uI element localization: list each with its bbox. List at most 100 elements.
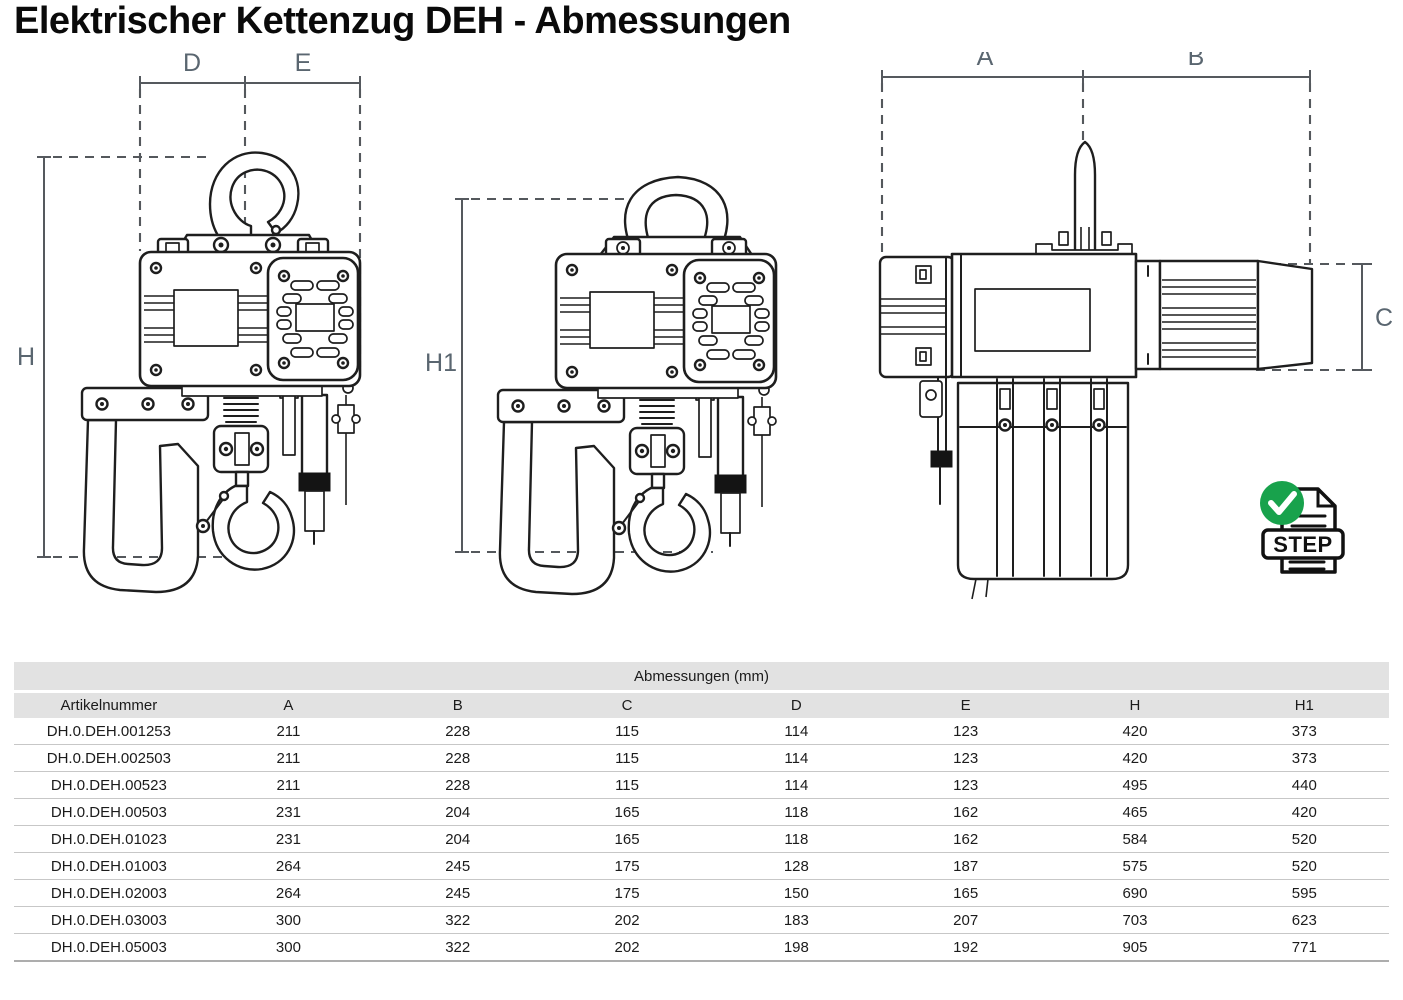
table-cell: 165 [542, 826, 712, 853]
table-cell: 123 [881, 718, 1051, 745]
table-cell: 211 [203, 718, 374, 745]
table-cell: DH.0.DEH.01023 [14, 826, 204, 853]
table-cell: 115 [542, 745, 712, 772]
table-cell: 373 [1219, 718, 1389, 745]
table-cell: 905 [1050, 934, 1220, 962]
table-cell: 771 [1219, 934, 1389, 962]
table-cell: 520 [1219, 853, 1389, 880]
front-view-eye [496, 175, 778, 596]
table-cell: 420 [1219, 799, 1389, 826]
table-cell: DH.0.DEH.002503 [14, 745, 204, 772]
table-cell: 623 [1219, 907, 1389, 934]
table-cell: 183 [711, 907, 881, 934]
table-cell: 118 [711, 826, 881, 853]
table-cell: DH.0.DEH.00523 [14, 772, 204, 799]
table-cell: 192 [881, 934, 1051, 962]
table-cell: 202 [542, 934, 712, 962]
dim-H: H [17, 156, 51, 558]
table-cell: 123 [881, 772, 1051, 799]
table-cell: 465 [1050, 799, 1220, 826]
chain-container [956, 378, 1130, 600]
table-cell: 584 [1050, 826, 1220, 853]
table-cell: 440 [1219, 772, 1389, 799]
abmessungen-table: Abmessungen (mm) Artikelnummer A B C D E… [14, 662, 1389, 962]
table-cell: DH.0.DEH.03003 [14, 907, 204, 934]
table-cell: 228 [373, 772, 543, 799]
table-cell: 114 [711, 772, 881, 799]
table-cell: 495 [1050, 772, 1220, 799]
step-file-icon[interactable]: STEP [1260, 481, 1345, 574]
table-cell: DH.0.DEH.001253 [14, 718, 204, 745]
dim-label-D: D [183, 52, 201, 77]
table-cell: 211 [203, 772, 374, 799]
table-caption: Abmessungen (mm) [14, 662, 1389, 693]
motor [1134, 259, 1314, 371]
gear-housing [878, 255, 956, 379]
suspension-eye-icon [598, 175, 754, 259]
table-cell: 264 [203, 853, 374, 880]
table-cell: 300 [203, 907, 374, 934]
table-cell: 322 [373, 934, 543, 962]
side-view [878, 140, 1314, 600]
dim-H1: H1 [425, 198, 469, 553]
check-circle-icon [1260, 481, 1304, 525]
table-cell: 202 [542, 907, 712, 934]
col-header-artikelnummer: Artikelnummer [14, 693, 204, 718]
table-cell: 204 [373, 799, 543, 826]
dim-C: C [1355, 263, 1393, 371]
table-cell: DH.0.DEH.02003 [14, 880, 204, 907]
table-cell: 165 [881, 880, 1051, 907]
front-view-hook [80, 151, 362, 594]
table-cell: 228 [373, 718, 543, 745]
table-cell: DH.0.DEH.01003 [14, 853, 204, 880]
table-cell: 231 [203, 799, 374, 826]
table-cell: 373 [1219, 745, 1389, 772]
table-cell: 114 [711, 718, 881, 745]
table-cell: 207 [881, 907, 1051, 934]
table-cell: 211 [203, 745, 374, 772]
table-cell: 123 [881, 745, 1051, 772]
table-caption-row: Abmessungen (mm) [14, 662, 1389, 693]
dim-A-B: A B [881, 52, 1311, 84]
dim-label-C: C [1375, 304, 1393, 332]
col-header-a: A [203, 693, 374, 718]
table-cell: DH.0.DEH.00503 [14, 799, 204, 826]
table-cell: 420 [1050, 718, 1220, 745]
table-cell: 115 [542, 718, 712, 745]
table-cell: 520 [1219, 826, 1389, 853]
step-label: STEP [1273, 532, 1332, 557]
chain-fall [919, 376, 953, 505]
table-cell: 165 [542, 799, 712, 826]
table-cell: 175 [542, 880, 712, 907]
table-cell: 595 [1219, 880, 1389, 907]
col-header-d: D [711, 693, 881, 718]
page-title: Elektrischer Kettenzug DEH - Abmessungen [14, 0, 791, 42]
table-cell: 575 [1050, 853, 1220, 880]
dim-label-A: A [977, 52, 994, 71]
table-cell: 118 [711, 799, 881, 826]
table-cell: 114 [711, 745, 881, 772]
dim-label-B: B [1188, 52, 1205, 71]
col-header-b: B [373, 693, 543, 718]
dim-label-E: E [295, 52, 312, 77]
table-cell: 322 [373, 907, 543, 934]
table-cell: 690 [1050, 880, 1220, 907]
table-cell: 228 [373, 745, 543, 772]
suspension-stud [1035, 140, 1133, 257]
table-cell: 115 [542, 772, 712, 799]
col-header-e: E [881, 693, 1051, 718]
table-cell: 264 [203, 880, 374, 907]
technical-drawing: D E H H1 A B C STEP [17, 52, 1393, 600]
table-cell: 420 [1050, 745, 1220, 772]
checkmark-icon [1268, 491, 1297, 515]
